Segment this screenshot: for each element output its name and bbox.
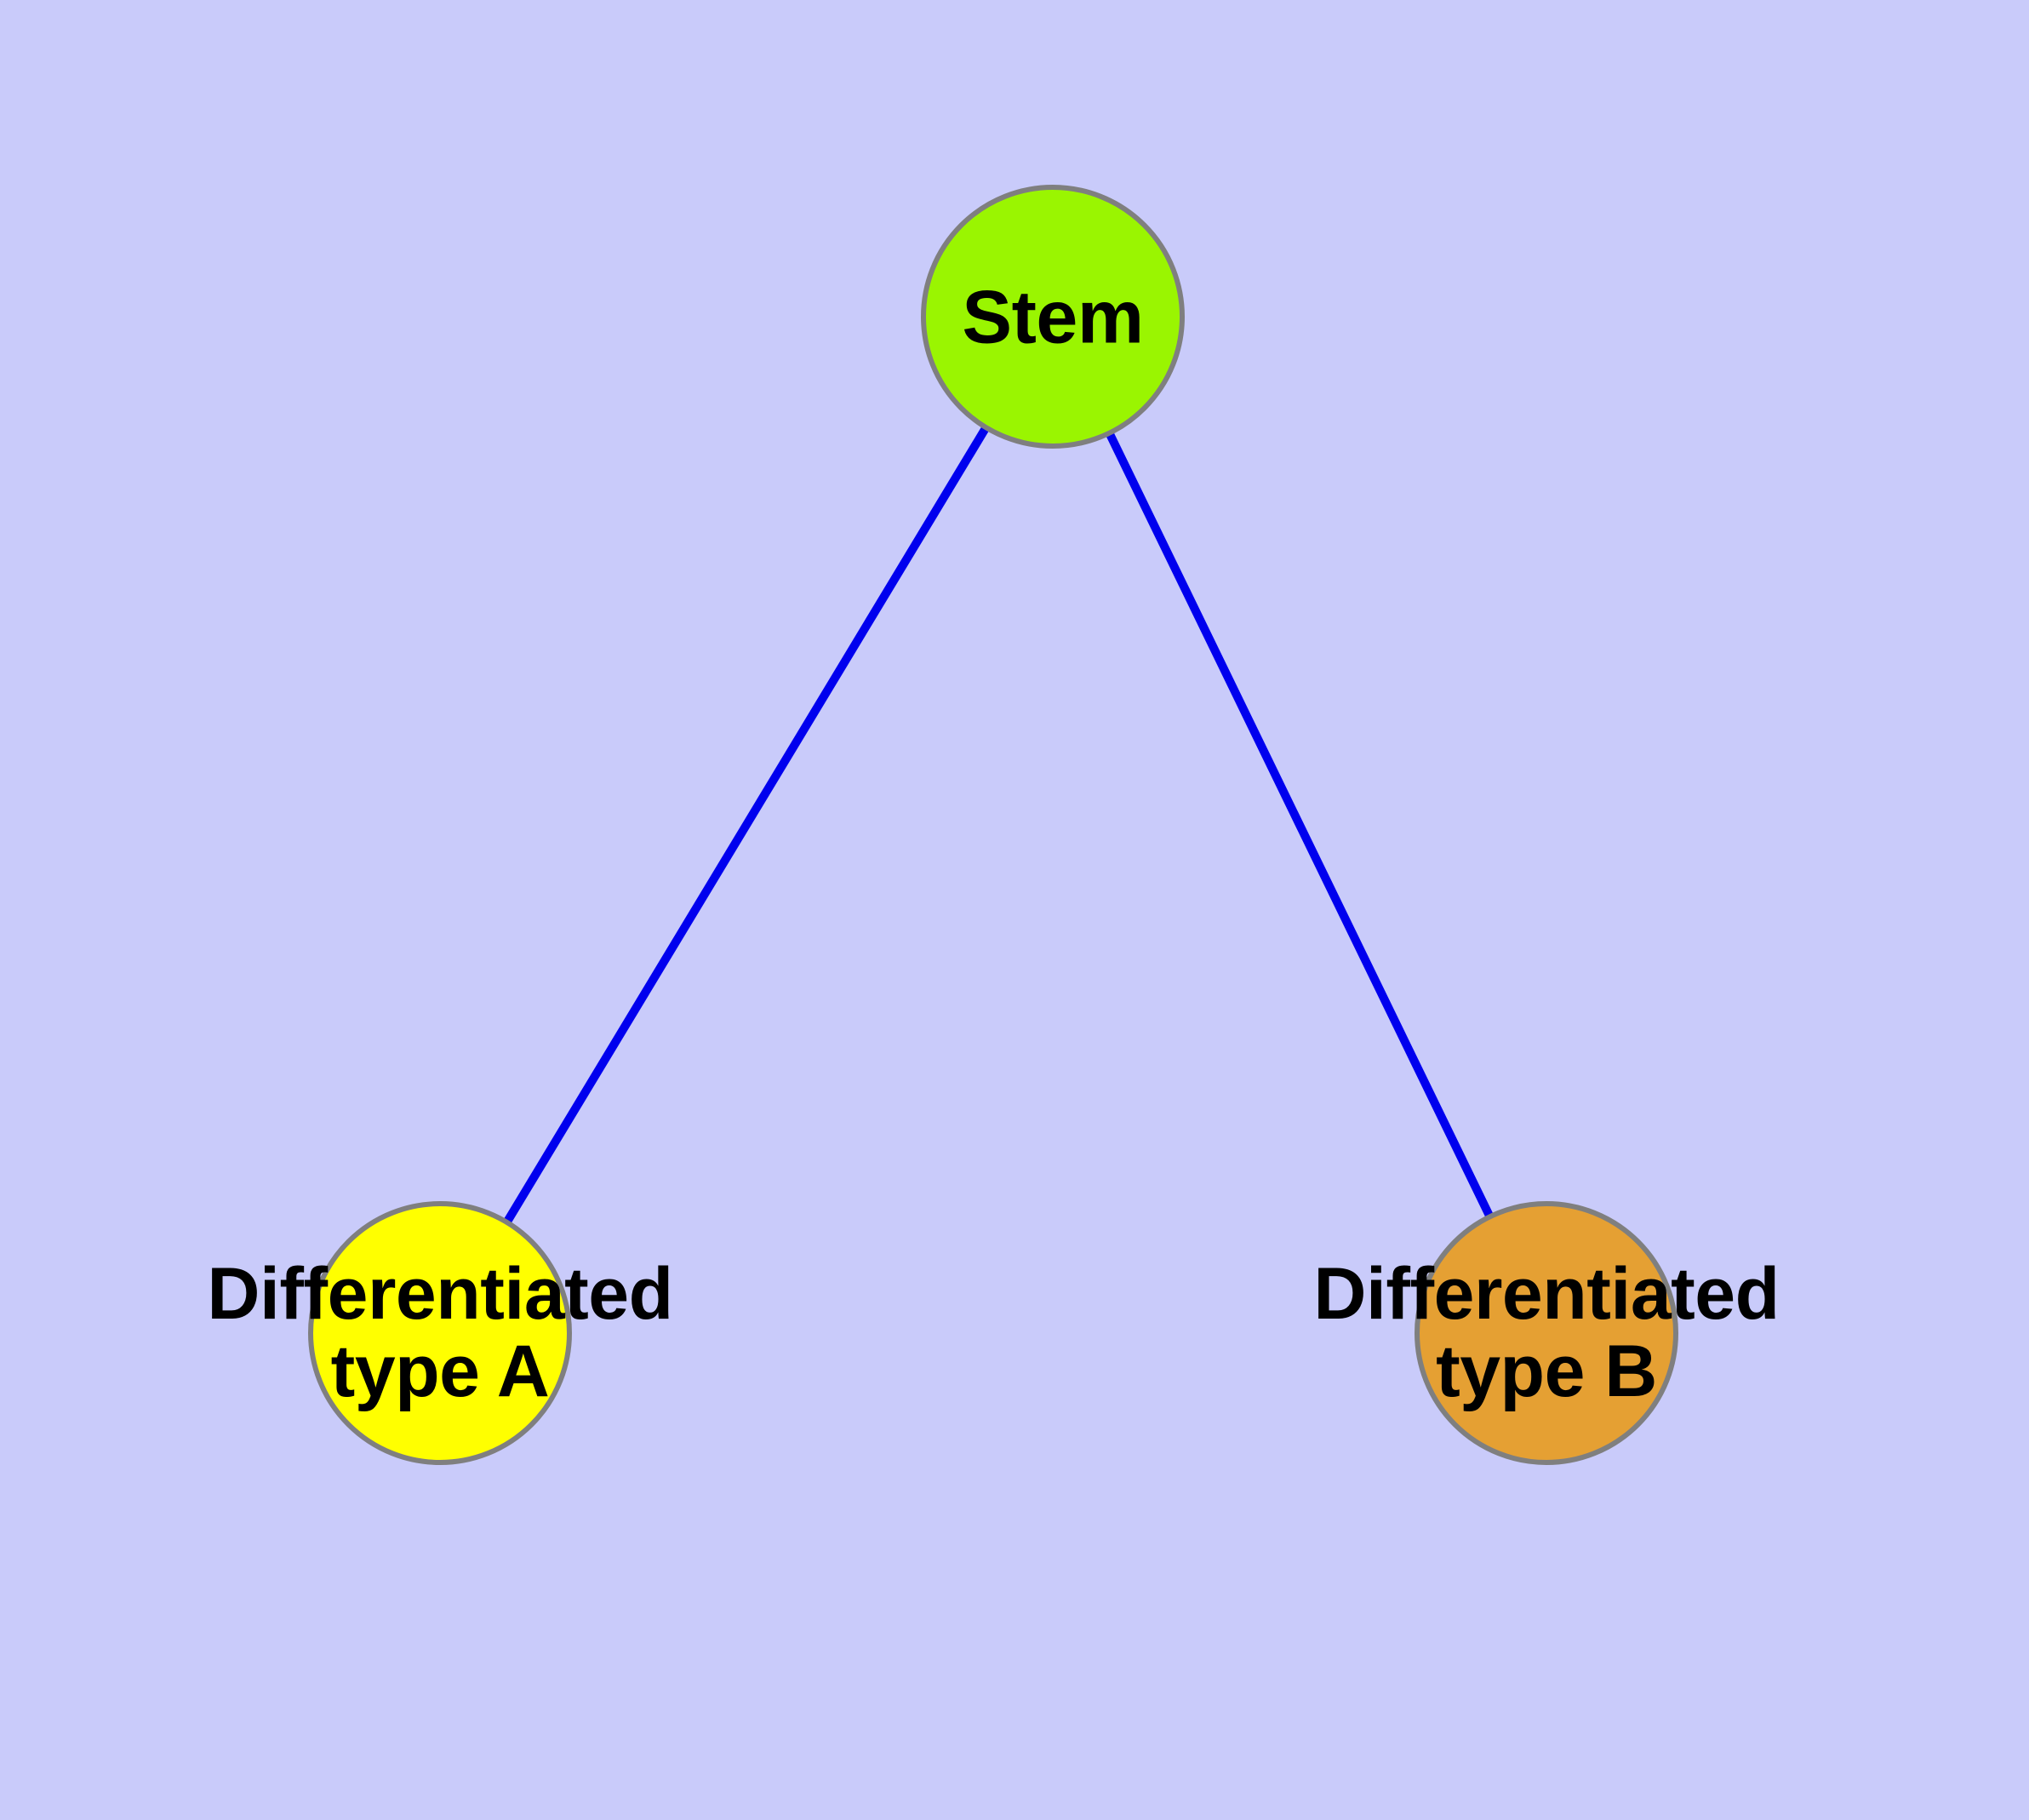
node-differentiated-type-b[interactable]	[1415, 1201, 1678, 1465]
edge-stem-to-differentiated-type-b[interactable]	[1049, 314, 1551, 1336]
node-differentiated-type-a[interactable]	[308, 1201, 572, 1465]
edge-stem-to-differentiated-type-a[interactable]	[436, 314, 1057, 1336]
edge-layer	[436, 314, 1551, 1336]
node-stem[interactable]	[921, 185, 1185, 449]
node-layer	[308, 185, 1678, 1465]
